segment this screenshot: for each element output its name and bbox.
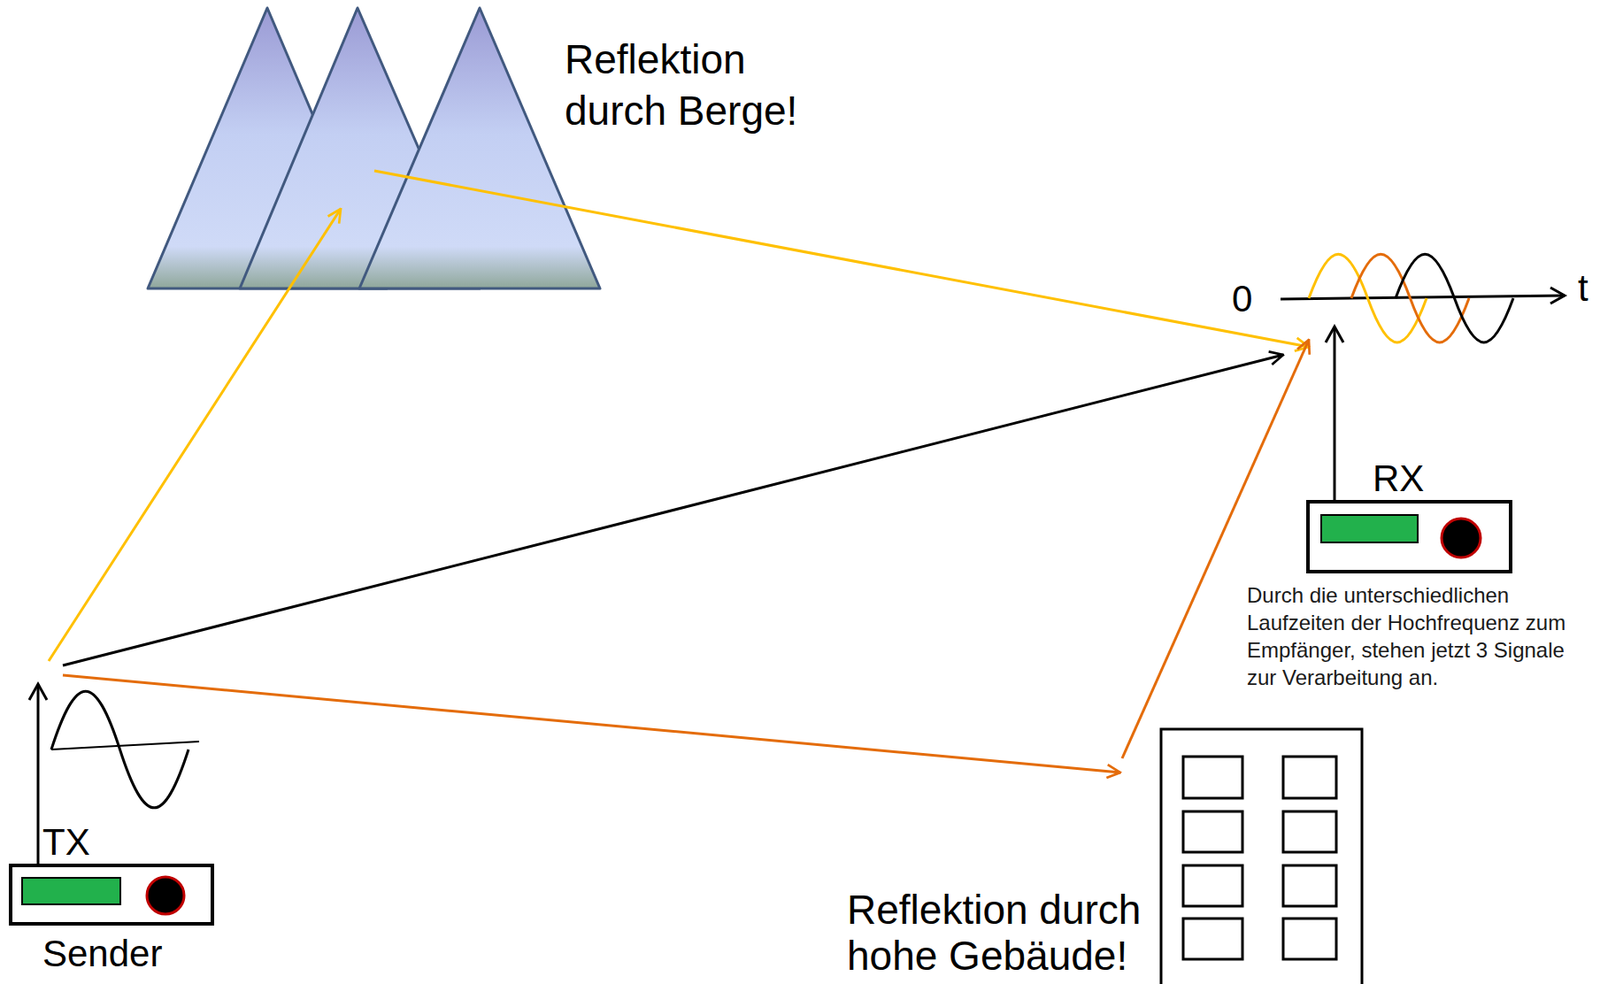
axis-label: t (1577, 267, 1589, 310)
note-text: Durch die unterschiedlichen Laufzeiten d… (1246, 581, 1577, 692)
antenna-tip (1325, 326, 1344, 343)
antenna-tip (29, 684, 47, 700)
transmitter-housing (10, 865, 213, 924)
transmitter-display (22, 877, 121, 905)
window (1183, 865, 1243, 907)
window (1283, 756, 1337, 799)
receiver: RX Durch die unterschiedlichen Laufzeiten… (1243, 318, 1585, 708)
receiver-antenna (1333, 326, 1337, 502)
building (1161, 729, 1362, 984)
transmitter-knob (146, 876, 185, 915)
device-caption: Sender (42, 932, 162, 976)
mountain-reflector: Reflektion durch Berge! (141, 0, 779, 293)
window (1283, 811, 1337, 853)
axis-origin: 0 (1231, 277, 1253, 321)
window (1183, 918, 1243, 960)
transmit-sine (51, 691, 189, 808)
time-axis (1280, 295, 1565, 300)
signal-path (62, 675, 1121, 773)
signal-path (48, 208, 341, 662)
sine-axis (51, 741, 200, 750)
transmitter-antenna (37, 684, 40, 866)
transmitter: TX Sender (4, 654, 217, 979)
window (1183, 811, 1243, 853)
window (1283, 918, 1337, 960)
device-label: RX (1372, 457, 1424, 500)
received-wave-black (1395, 253, 1514, 343)
reflector-label: Reflektion durch hohe Gebäude! (846, 886, 1157, 979)
receiver-display (1321, 515, 1418, 543)
receiver-housing (1307, 501, 1511, 572)
receiver-knob (1441, 518, 1481, 558)
building-reflector: Reflektion durch hohe Gebäude! (846, 729, 1368, 984)
device-label: TX (42, 821, 91, 864)
window (1283, 865, 1337, 907)
time-axis-head (1550, 287, 1565, 304)
signal-path (62, 354, 1284, 666)
reflector-label: Reflektion durch Berge! (564, 33, 813, 137)
window (1183, 756, 1243, 799)
signal-path (374, 170, 1309, 347)
signal-path (1122, 339, 1309, 759)
mountain (359, 7, 600, 289)
